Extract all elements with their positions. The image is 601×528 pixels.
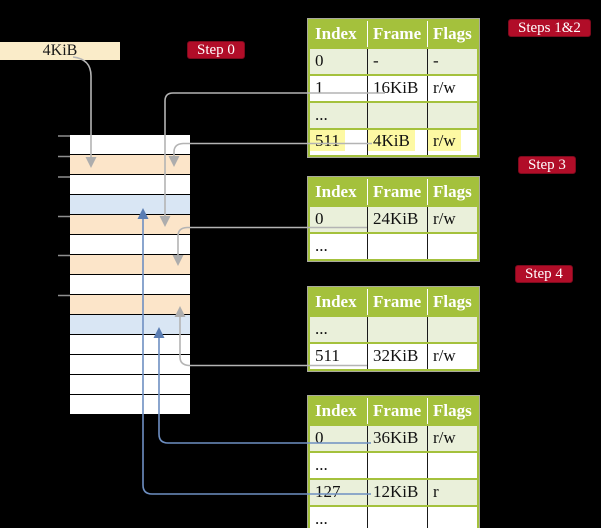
badge-step-0: Step 0 — [187, 41, 245, 59]
page-table-last-level: Index Frame Flags 0 36KiB r/w ... 127 12… — [307, 395, 480, 528]
table-row: 0 24KiB r/w — [310, 205, 477, 232]
memory-tick-marks — [58, 135, 70, 297]
memory-frame-row — [70, 155, 190, 175]
column-header: Frame — [367, 398, 427, 424]
column-header: Flags — [427, 21, 477, 47]
cell-flags — [427, 103, 477, 128]
cell-index: 0 — [315, 428, 324, 447]
memory-frame-row — [70, 355, 190, 375]
cell-index: 127 — [315, 482, 341, 501]
cell-flags: r/w — [427, 130, 477, 155]
memory-frame-row — [70, 375, 190, 395]
column-header: Frame — [367, 21, 427, 47]
cell-frame: 36KiB — [367, 426, 427, 451]
cell-index: 1 — [315, 78, 324, 97]
column-header: Index — [315, 292, 357, 311]
table-row: ... — [310, 101, 477, 128]
table-header-row: Index Frame Flags — [310, 179, 477, 205]
cell-index: 0 — [315, 209, 324, 228]
table-row: 511 32KiB r/w — [310, 342, 477, 369]
column-header: Index — [315, 401, 357, 420]
table-row: ... — [310, 315, 477, 342]
cell-flags: r — [427, 480, 477, 505]
column-header: Flags — [427, 179, 477, 205]
column-header: Frame — [367, 179, 427, 205]
cr3-frame-box: 4KiB — [0, 42, 120, 60]
table-row: 0 36KiB r/w — [310, 424, 477, 451]
cell-flags: r/w — [427, 207, 477, 232]
memory-frame-row — [70, 215, 190, 235]
cell-flags — [427, 234, 477, 259]
badge-step-4: Step 4 — [515, 265, 573, 283]
memory-frame-row — [70, 315, 190, 335]
cell-index: ... — [315, 455, 328, 474]
column-header: Flags — [427, 289, 477, 315]
cell-frame: 12KiB — [367, 480, 427, 505]
cr3-frame-label: 4KiB — [42, 42, 78, 59]
cell-index: ... — [315, 509, 328, 528]
memory-frame-row — [70, 195, 190, 215]
table-row-highlighted: 511 4KiB r/w — [310, 128, 477, 155]
memory-frame-row — [70, 235, 190, 255]
memory-frame-row — [70, 275, 190, 295]
cell-flags — [427, 507, 477, 528]
cell-flags: r/w — [427, 426, 477, 451]
column-header: Flags — [427, 398, 477, 424]
highlighted-value: 4KiB — [368, 130, 415, 151]
physical-memory-column — [70, 135, 190, 415]
cell-frame — [367, 507, 427, 528]
cell-frame — [367, 234, 427, 259]
column-header: Index — [315, 24, 357, 43]
column-header: Frame — [367, 289, 427, 315]
cell-flags — [427, 453, 477, 478]
table-row: 0 - - — [310, 47, 477, 74]
table-header-row: Index Frame Flags — [310, 398, 477, 424]
cell-frame — [367, 453, 427, 478]
table-row: ... — [310, 505, 477, 528]
cell-flags: r/w — [427, 76, 477, 101]
cell-flags — [427, 317, 477, 342]
memory-frame-row — [70, 255, 190, 275]
highlighted-value: r/w — [428, 130, 461, 151]
table-row: 127 12KiB r — [310, 478, 477, 505]
memory-frame-row — [70, 335, 190, 355]
cell-frame: 4KiB — [367, 130, 427, 155]
cell-frame: - — [367, 49, 427, 74]
cell-frame — [367, 103, 427, 128]
cell-index: ... — [315, 236, 328, 255]
cell-frame: 24KiB — [367, 207, 427, 232]
cell-flags: - — [427, 49, 477, 74]
table-header-row: Index Frame Flags — [310, 21, 477, 47]
cell-index: 0 — [315, 51, 324, 70]
table-row: ... — [310, 232, 477, 259]
cell-index: ... — [315, 105, 328, 124]
cell-frame — [367, 317, 427, 342]
cell-index: ... — [315, 319, 328, 338]
table-row: ... — [310, 451, 477, 478]
cell-index: 511 — [310, 130, 367, 155]
badge-step-3: Step 3 — [518, 156, 576, 174]
page-table-step-4: Index Frame Flags ... 511 32KiB r/w — [307, 286, 480, 372]
cell-frame: 32KiB — [367, 344, 427, 369]
memory-frame-row — [70, 395, 190, 415]
page-table-step-3: Index Frame Flags 0 24KiB r/w ... — [307, 176, 480, 262]
highlighted-value: 511 — [310, 130, 345, 151]
cell-flags: r/w — [427, 344, 477, 369]
page-table-steps-1-2: Index Frame Flags 0 - - 1 16KiB r/w ... … — [307, 18, 480, 158]
cell-index: 511 — [315, 346, 340, 365]
table-row: 1 16KiB r/w — [310, 74, 477, 101]
cell-frame: 16KiB — [367, 76, 427, 101]
memory-frame-row — [70, 175, 190, 195]
column-header: Index — [315, 182, 357, 201]
badge-steps-1-2: Steps 1&2 — [508, 19, 591, 37]
table-header-row: Index Frame Flags — [310, 289, 477, 315]
memory-frame-row — [70, 135, 190, 155]
memory-frame-row — [70, 295, 190, 315]
